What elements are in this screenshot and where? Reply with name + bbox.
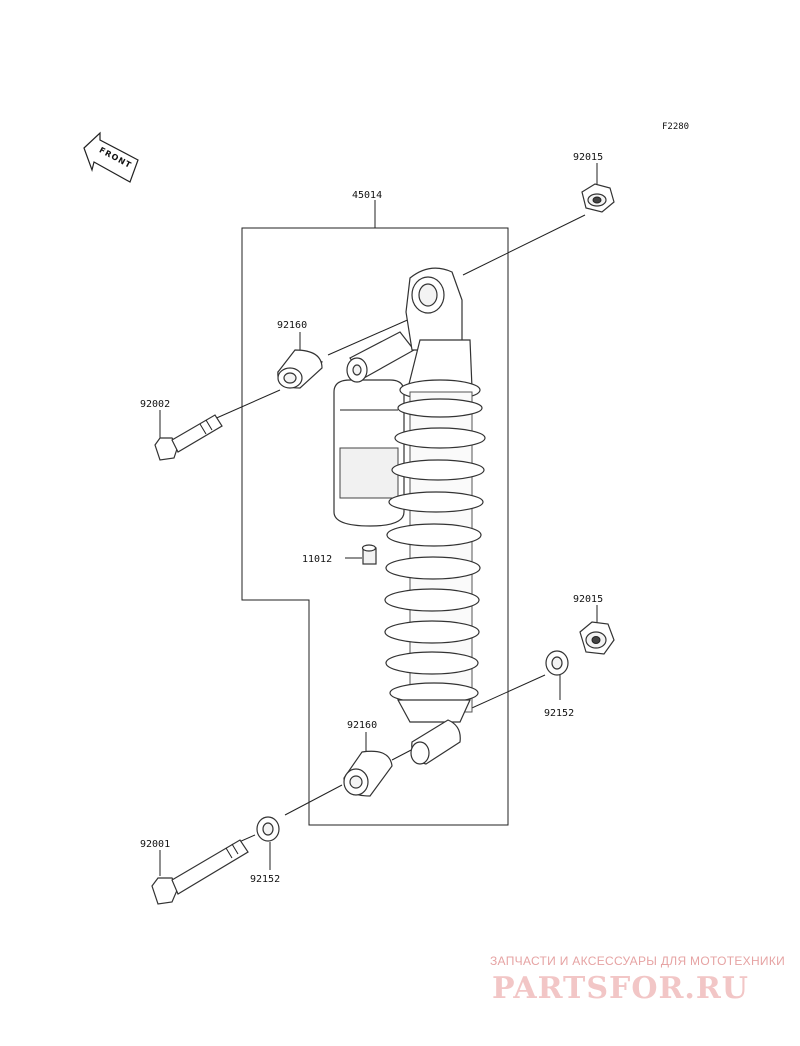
- washer-right: [545, 650, 569, 676]
- front-arrow-icon: FRONT: [83, 131, 139, 183]
- shock-absorber: [333, 267, 486, 723]
- bolt-upper: [154, 414, 223, 461]
- label-nut-top: 92015: [573, 152, 603, 163]
- nut-bottom: [579, 621, 615, 655]
- label-washer-left: 92152: [250, 874, 280, 885]
- label-bolt-upper: 92002: [140, 399, 170, 410]
- label-bolt-lower: 92001: [140, 839, 170, 850]
- bolt-lower: [151, 839, 249, 905]
- spring-coils: [384, 398, 486, 704]
- collar-lower: [343, 750, 393, 797]
- watermark: ЗАПЧАСТИ И АКСЕССУАРЫ ДЛЯ МОТОТЕХНИКИ PA…: [490, 954, 785, 1006]
- bushing-lower: [410, 719, 461, 765]
- label-nut-bottom: 92015: [573, 594, 603, 605]
- cap: [361, 544, 377, 565]
- collar-upper: [277, 349, 324, 389]
- label-collar-upper: 92160: [277, 320, 307, 331]
- washer-left: [256, 816, 280, 842]
- label-cap: 11012: [302, 554, 332, 565]
- label-shock-absorber: 45014: [352, 190, 382, 201]
- watermark-brand: PARTSFOR.RU: [492, 971, 749, 1006]
- assembly-outline: [241, 227, 509, 826]
- watermark-subtitle: ЗАПЧАСТИ И АКСЕССУАРЫ ДЛЯ МОТОТЕХНИКИ: [490, 954, 785, 968]
- figure-code: F2280: [662, 122, 689, 132]
- label-washer-right: 92152: [544, 708, 574, 719]
- label-collar-lower: 92160: [347, 720, 377, 731]
- nut-top: [581, 183, 615, 213]
